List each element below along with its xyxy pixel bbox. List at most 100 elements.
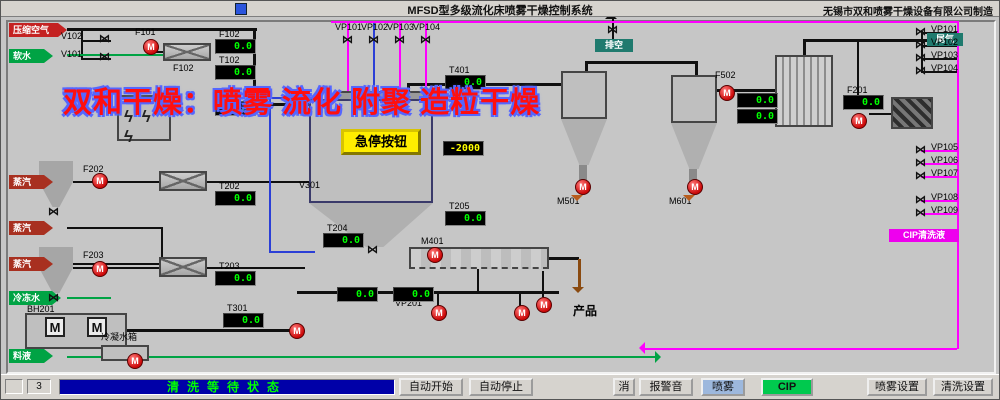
pump-icon[interactable]: M: [687, 179, 703, 195]
auto-stop-button[interactable]: 自动停止: [469, 378, 533, 396]
pipe-segment: [73, 267, 161, 269]
device-tag: VP107: [931, 168, 959, 178]
pipe-segment: [67, 227, 163, 229]
pipe-segment: [373, 23, 375, 99]
valve-icon[interactable]: ⋈: [915, 144, 926, 156]
flow-arrow: [571, 195, 583, 207]
wash-settings-button[interactable]: 清洗设置: [933, 378, 993, 396]
pipe-segment: [425, 23, 427, 99]
cip-button[interactable]: CIP: [761, 378, 813, 396]
device-tag: F101: [135, 27, 156, 37]
valve-icon[interactable]: ⋈: [368, 34, 379, 46]
tank-bh201: [25, 313, 127, 349]
pump-icon[interactable]: M: [536, 297, 552, 313]
display-tag: T201: [219, 91, 240, 101]
value-display: 0.0: [215, 101, 256, 116]
valve-icon[interactable]: ⋈: [342, 34, 353, 46]
valve-icon[interactable]: ⋈: [915, 26, 926, 38]
device-tag: F102: [173, 63, 194, 73]
pipe-segment: [67, 28, 257, 31]
valve-icon[interactable]: ⋈: [915, 65, 926, 77]
display-tag: T102: [219, 55, 240, 65]
pipe-segment: [578, 259, 581, 289]
valve-icon[interactable]: ⋈: [607, 24, 618, 36]
pump-icon[interactable]: M: [431, 305, 447, 321]
valve-icon[interactable]: ⋈: [420, 34, 431, 46]
inlet-arrow: 软水: [9, 49, 53, 63]
pump-icon[interactable]: M: [92, 173, 108, 189]
pipe-segment: [585, 63, 588, 75]
pipe-segment: [477, 269, 479, 293]
valve-icon[interactable]: ⋈: [915, 194, 926, 206]
pipe-segment: [641, 348, 957, 350]
emergency-stop-button[interactable]: 急停按钮: [341, 129, 421, 155]
valve-icon[interactable]: ⋈: [99, 33, 110, 45]
inlet-arrow: 料液: [9, 349, 53, 363]
counter-box: 3: [27, 379, 51, 394]
alarm-mute-button[interactable]: 消: [613, 378, 635, 396]
device-tag: F203: [83, 250, 104, 260]
device-tag: VP102: [361, 22, 389, 32]
display-tag: F201: [847, 85, 868, 95]
valve-icon[interactable]: ⋈: [394, 34, 405, 46]
valve-icon[interactable]: ⋈: [915, 157, 926, 169]
value-display: 0.0: [215, 271, 256, 286]
pump-icon[interactable]: M: [143, 39, 159, 55]
pipe-segment: [73, 181, 161, 183]
display-tag: T203: [219, 261, 240, 271]
pipe-segment: [612, 19, 614, 39]
pump-icon[interactable]: M: [719, 85, 735, 101]
pump-icon[interactable]: M: [127, 353, 143, 369]
outlet-label: 尾气: [927, 33, 963, 46]
value-display: 0.0: [223, 313, 264, 328]
pipe-segment: [549, 257, 579, 260]
device-tag: V301: [299, 180, 321, 190]
value-display: 0.0: [393, 287, 434, 302]
valve-icon[interactable]: ⋈: [367, 244, 378, 256]
pump-icon[interactable]: M: [851, 113, 867, 129]
agitator-motor: M: [45, 317, 65, 337]
pump-icon[interactable]: M: [92, 261, 108, 277]
auto-start-button[interactable]: 自动开始: [399, 378, 463, 396]
spray-button[interactable]: 喷雾: [701, 378, 745, 396]
pump-icon[interactable]: M: [575, 179, 591, 195]
pump-icon[interactable]: M: [427, 247, 443, 263]
valve-icon[interactable]: ⋈: [48, 206, 59, 218]
valve-icon[interactable]: ⋈: [48, 292, 59, 304]
silencer: [891, 97, 933, 129]
alarm-sound-button[interactable]: 报警音: [639, 378, 693, 396]
pipe-segment: [921, 200, 957, 202]
pipe-segment: [407, 83, 571, 86]
device-tag: BH201: [27, 304, 55, 314]
valve-icon[interactable]: ⋈: [915, 39, 926, 51]
valve-icon[interactable]: ⋈: [915, 207, 926, 219]
pipe-segment: [347, 23, 349, 99]
display-tag: T205: [449, 201, 470, 211]
pipe-segment: [253, 103, 311, 106]
footer-left-box: [5, 379, 23, 394]
watermark: 双和干燥：喷雾 流化 附聚 造粒干燥: [63, 87, 541, 119]
pipe-segment: [437, 293, 439, 307]
valve-icon[interactable]: ⋈: [915, 170, 926, 182]
device-tag: M401: [421, 236, 444, 246]
status-message: 清洗等待状态: [59, 379, 395, 395]
cyclone-1: [561, 71, 607, 119]
spray-settings-button[interactable]: 喷雾设置: [867, 378, 927, 396]
manufacturer-label: 无锡市双和喷雾干燥设备有限公司制造: [823, 7, 993, 18]
pump-icon[interactable]: M: [514, 305, 530, 321]
titlebar: MFSD型多级流化床喷雾干燥控制系统 无锡市双和喷雾干燥设备有限公司制造: [1, 1, 999, 18]
valve-icon[interactable]: ⋈: [915, 52, 926, 64]
valve-icon[interactable]: ⋈: [99, 51, 110, 63]
air-heater-2: [159, 171, 207, 191]
lightning-icon: ϟ ϟ ϟ: [124, 107, 153, 146]
pipe-segment: [269, 97, 315, 99]
device-tag: V102: [61, 31, 83, 41]
value-display: 0.0: [737, 93, 778, 108]
pump-icon[interactable]: M: [289, 323, 305, 339]
value-display: 0.0: [323, 233, 364, 248]
outlet-label: 排空: [595, 39, 633, 52]
device-tag: VP102: [931, 37, 959, 47]
display-tag: T202: [219, 181, 240, 191]
